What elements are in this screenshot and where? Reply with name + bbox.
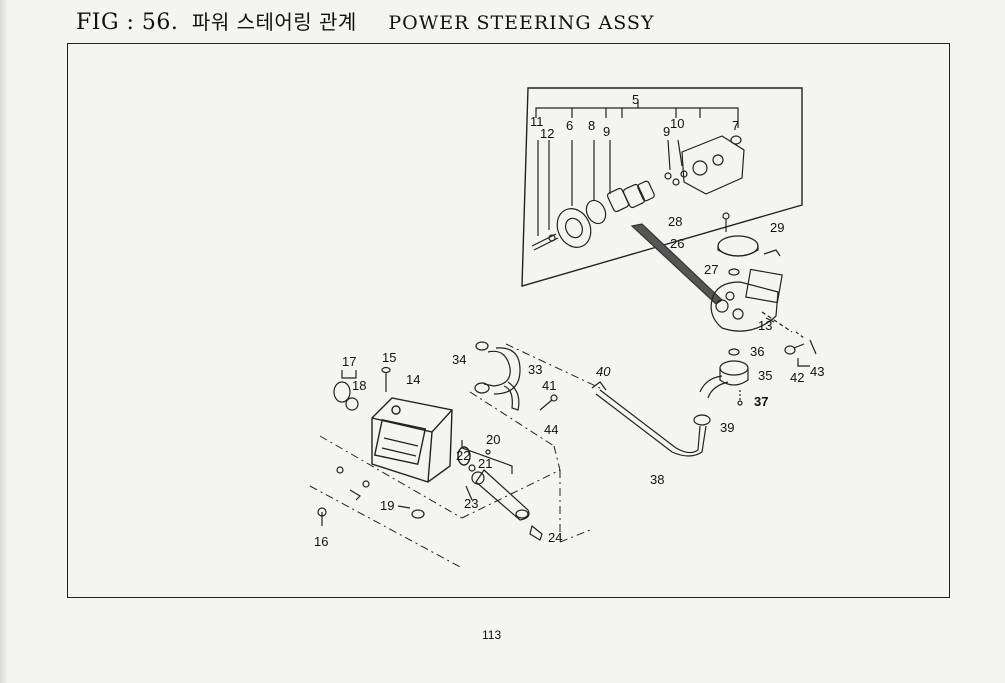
cap-36 <box>728 348 740 356</box>
part-label: 11 <box>530 114 544 129</box>
oil-tank-14 <box>371 397 471 483</box>
part-label: 9 <box>603 124 610 139</box>
part-label: 26 <box>670 236 684 251</box>
part-label: 17 <box>342 354 356 369</box>
screw-28 <box>722 212 730 220</box>
bolt-15 <box>381 366 391 392</box>
figure-title-korean: 파워 스테어링 관계 <box>191 10 357 34</box>
drain-24 <box>529 524 543 541</box>
part-label: 16 <box>314 534 328 549</box>
part-label: 43 <box>810 364 824 379</box>
part-label: 19 <box>380 498 394 513</box>
hose-33 <box>483 347 521 395</box>
figure-title: FIG : 56. 파워 스테어링 관계 POWER STEERING ASSY <box>76 6 655 35</box>
pump-detail-inset <box>521 87 803 287</box>
filter-21 <box>471 469 530 521</box>
part-label: 15 <box>382 350 396 365</box>
part-label: 12 <box>540 126 554 141</box>
part-label: 24 <box>548 530 562 545</box>
part-label: 34 <box>452 352 466 367</box>
page-number: 113 <box>482 628 502 642</box>
part-label: 7 <box>732 118 739 133</box>
part-label: 22 <box>456 448 470 463</box>
bracket-16 <box>349 489 361 501</box>
pipe-38 <box>595 393 707 457</box>
bolt-16 <box>317 507 327 526</box>
fitting-40 <box>591 381 607 391</box>
rotor-part <box>556 208 592 248</box>
washer-27 <box>728 268 740 276</box>
page-edge-shadow <box>0 0 8 683</box>
part-label: 36 <box>750 344 764 359</box>
pump-housing-part <box>681 135 745 195</box>
part-label: 28 <box>668 214 682 229</box>
part-label: 13 <box>758 318 772 333</box>
part-label: 8 <box>588 118 595 133</box>
part-label: 38 <box>650 472 664 487</box>
clamp-34 <box>474 341 490 394</box>
reservoir-35 <box>699 360 749 399</box>
bracket-17 <box>341 370 357 379</box>
figure-title-english: POWER STEERING ASSY <box>388 12 655 34</box>
fitting-29 <box>763 249 781 257</box>
part-label: 18 <box>352 378 366 393</box>
vane-set-part <box>606 180 655 213</box>
part-label: 9 <box>663 124 670 139</box>
bracket-5 <box>535 107 739 128</box>
part-label: 44 <box>544 422 558 437</box>
cap-18 <box>333 381 359 411</box>
figure-number: FIG : 56. <box>76 10 179 35</box>
part-label: 6 <box>566 118 573 133</box>
small-rings-part <box>664 170 688 186</box>
part-label: 5 <box>632 92 639 107</box>
shaft-part <box>531 233 559 251</box>
part-label: 20 <box>486 432 500 447</box>
seal-22 <box>468 464 476 472</box>
part-label: 10 <box>670 116 684 131</box>
clamp-39 <box>693 414 711 426</box>
plug-19 <box>411 509 425 519</box>
hose-fitting-42 <box>784 343 805 355</box>
part-label: 39 <box>720 420 734 435</box>
part-label: 14 <box>406 372 420 387</box>
part-label: 35 <box>758 368 772 383</box>
part-label: 37 <box>754 394 768 409</box>
bolt-44 <box>539 394 558 411</box>
power-steering-pump <box>710 268 783 332</box>
diagram-frame <box>67 43 950 598</box>
part-label: 27 <box>704 262 718 277</box>
part-label: 42 <box>790 370 804 385</box>
pump-cap-part <box>717 235 759 257</box>
bracket-21 <box>461 440 513 474</box>
part-label: 40 <box>596 364 611 379</box>
o-ring-part <box>585 199 607 225</box>
part-label: 21 <box>478 456 492 471</box>
part-label: 41 <box>542 378 556 393</box>
hose-41 <box>503 381 520 411</box>
part-label: 29 <box>770 220 784 235</box>
part-label: 33 <box>528 362 542 377</box>
part-label: 23 <box>464 496 478 511</box>
